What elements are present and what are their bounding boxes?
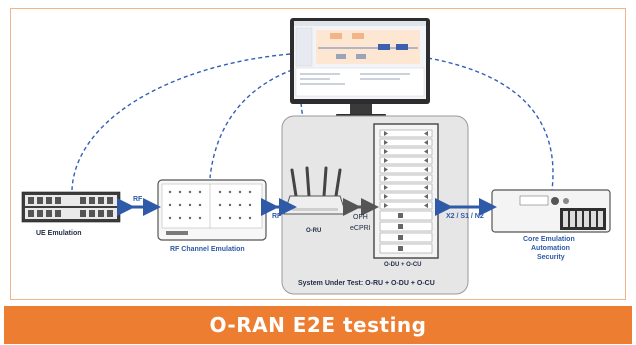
- security-label: Security: [537, 254, 565, 261]
- o-du-o-cu-label: O-DU + O-CU: [384, 262, 422, 268]
- core-emulation-label: Core Emulation: [523, 236, 575, 243]
- ue-emulation-label: UE Emulation: [36, 230, 82, 237]
- o-du-o-cu-rack-icon: [373, 123, 439, 259]
- rf-channel-emulator-icon: [157, 179, 267, 241]
- o-ru-label: O-RU: [306, 228, 322, 234]
- rf-channel-emulation-label: RF Channel Emulation: [170, 246, 245, 253]
- ofh-label: OFH: [353, 214, 368, 221]
- diagram-canvas: [21, 18, 611, 295]
- dashed-link-ue: [71, 53, 291, 191]
- title-banner: O-RAN E2E testing: [4, 306, 632, 344]
- o-ru-radio-unit-icon: [283, 166, 347, 215]
- rf-link-right-label: RF: [272, 213, 282, 220]
- ue-emulation-server-icon: [21, 191, 121, 223]
- core-emulation-appliance-icon: [491, 189, 611, 233]
- dashed-link-rf: [209, 69, 293, 179]
- x2-s1-n2-label: X2 / S1 / N2: [446, 213, 484, 220]
- system-under-test-label: System Under Test: O-RU + O-DU + O-CU: [298, 280, 435, 287]
- automation-label: Automation: [531, 245, 570, 252]
- ecpri-label: eCPRI: [350, 225, 371, 232]
- rf-link-left-label: RF: [133, 196, 143, 203]
- monitor-icon: [290, 18, 430, 118]
